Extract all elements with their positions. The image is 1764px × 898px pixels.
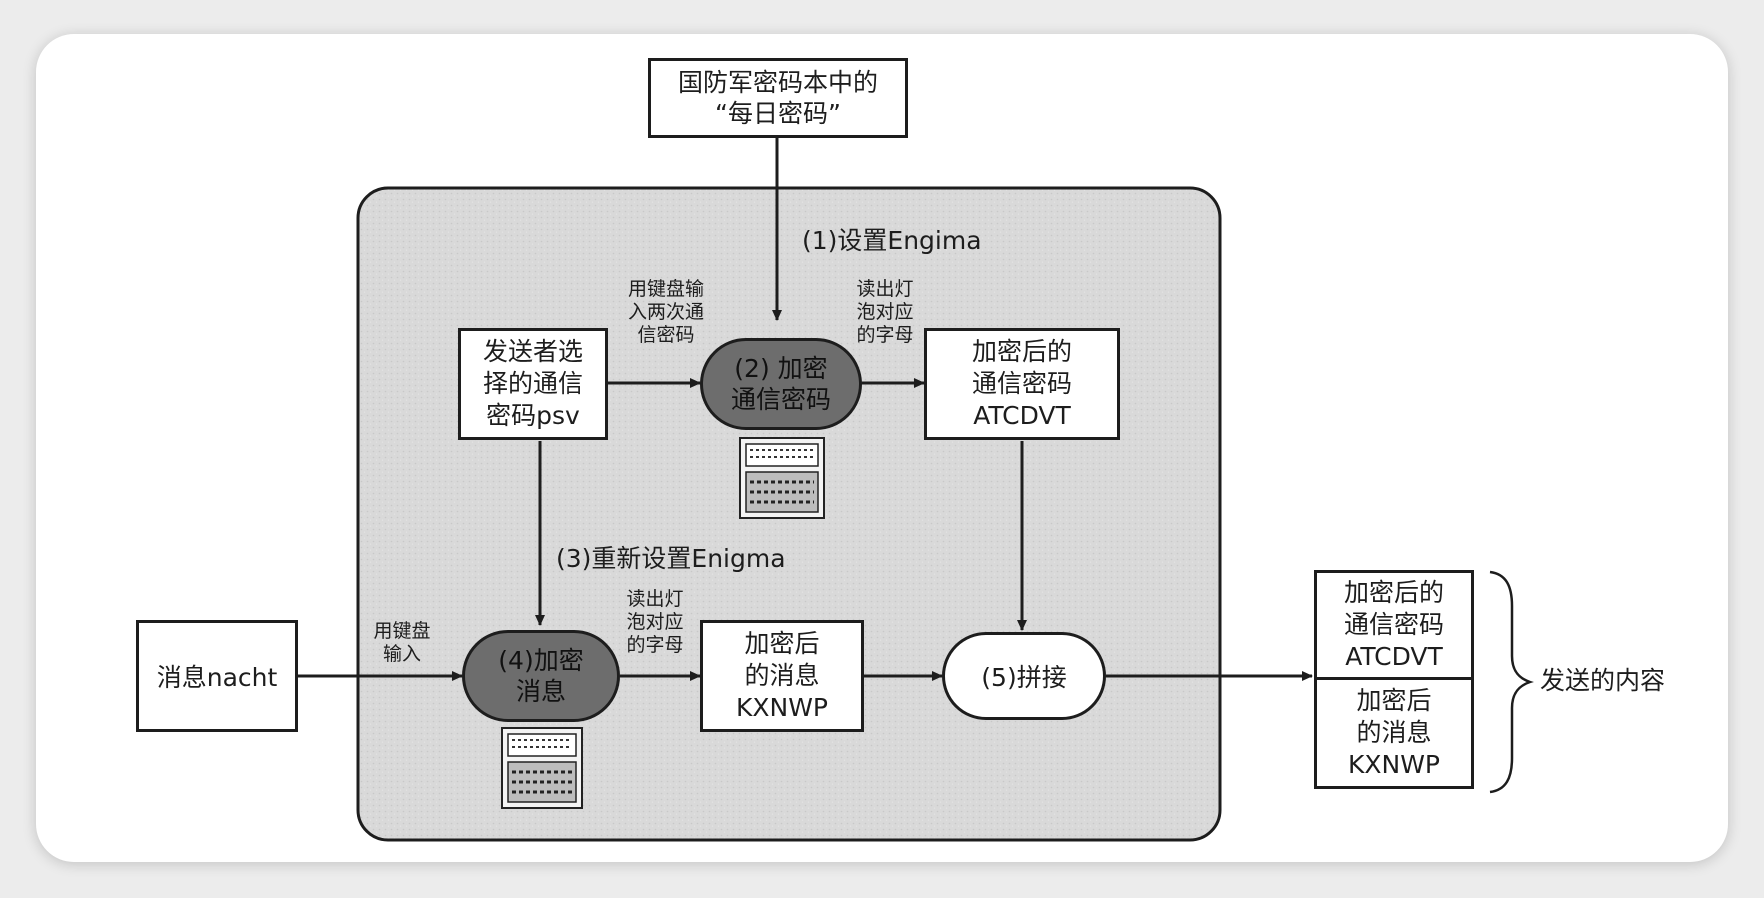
right-brace	[1489, 570, 1534, 794]
sent-content-label: 发送的内容	[1540, 666, 1666, 695]
read-bulbs-label-1: 读出灯 泡对应 的字母	[856, 278, 914, 347]
encrypt-msg-oval: (4)加密 消息	[462, 630, 620, 722]
output-encrypted-key-box: 加密后的 通信密码 ATCDVT	[1314, 570, 1474, 680]
encrypted-msg-box: 加密后 的消息 KXNWP	[700, 620, 864, 732]
read-bulbs-label-2: 读出灯 泡对应 的字母	[626, 588, 684, 657]
enigma-machine-icon	[739, 437, 825, 519]
type-twice-label: 用键盘输 入两次通 信密码	[627, 278, 704, 347]
concat-oval: (5)拼接	[942, 632, 1106, 720]
keyboard-input-label: 用键盘 输入	[373, 620, 431, 666]
output-encrypted-msg-box: 加密后 的消息 KXNWP	[1314, 677, 1474, 789]
message-box: 消息nacht	[136, 620, 298, 732]
step1-label: (1)设置Engima	[802, 226, 982, 255]
enigma-machine-icon	[501, 727, 583, 809]
encrypt-key-oval: (2) 加密 通信密码	[700, 338, 862, 430]
encrypted-key-box: 加密后的 通信密码 ATCDVT	[924, 328, 1120, 440]
step3-label: (3)重新设置Enigma	[556, 544, 786, 573]
daily-key-box: 国防军密码本中的 “每日密码”	[648, 58, 908, 138]
sender-key-box: 发送者选 择的通信 密码psv	[458, 328, 608, 440]
